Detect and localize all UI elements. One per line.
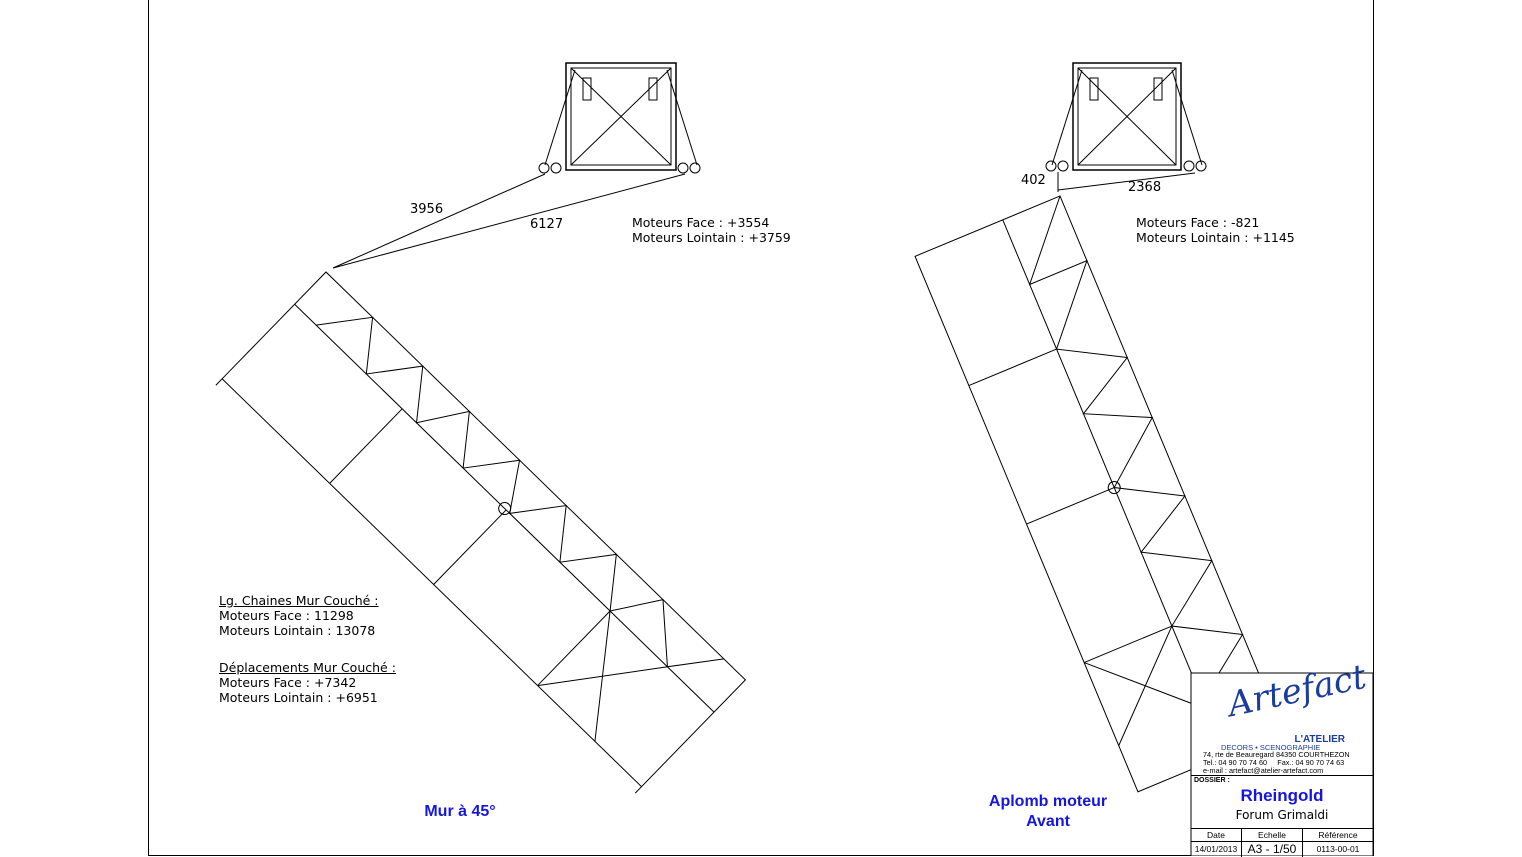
phone: Tel.: 04 90 70 74 60 [1203,758,1268,767]
date-label: Date [1191,829,1241,842]
chain-length-face: Moteurs Face : 11298 [219,608,354,623]
displacement-face: Moteurs Face : +7342 [219,675,357,690]
email: e-mail : artefact@atelier-artefact.com [1203,766,1324,775]
company-address: 74, rte de Beauregard 84350 COURTHEZON T… [1203,751,1350,775]
motor-face-offset: Moteurs Face : +3554 [632,215,770,230]
date-value: 14/01/2013 [1194,844,1238,854]
caption-line: Aplomb moteur [988,793,1108,810]
chain-lines-left [332,173,686,269]
displacement-title: Déplacements Mur Couché : [219,660,396,675]
phone-fax-line: Tel.: 04 90 70 74 60 Fax.: 04 90 70 74 6… [1203,759,1350,767]
caption-right: Aplomb moteur Avant [960,792,1136,832]
reference-value: 0113-00-01 [1316,844,1360,854]
displacement-notes: Déplacements Mur Couché : Moteurs Face :… [219,660,396,705]
address-line: 74, rte de Beauregard 84350 COURTHEZON [1203,750,1350,759]
scale-label: Echelle [1242,829,1302,842]
motor-rig-left [538,62,701,174]
dimension-label: 2368 [1128,180,1162,195]
dimension-label: 6127 [530,217,564,232]
scale-value: A3 - 1/50 [1247,842,1297,856]
company-tagline: DECORS • SCENOGRAPHIE [1221,743,1321,752]
chain-length-title: Lg. Chaines Mur Couché : [219,593,379,608]
title-block-frame [1190,672,1374,856]
caption-line: Avant [1026,813,1070,830]
fax: Fax.: 04 90 70 74 63 [1277,758,1345,767]
dimension-label: 402 [1021,173,1046,188]
date-cell: Date 14/01/2013 [1191,829,1242,857]
caption-left: Mur à 45° [424,803,496,820]
dimension-lines-right [1057,172,1196,192]
motor-face-offset: Moteurs Face : -821 [1136,215,1260,230]
wall-truss-right [914,195,1284,793]
wall-truss-left [215,271,747,794]
dossier-label: DOSSIER : [1194,777,1230,784]
reference-label: Référence [1303,829,1373,842]
motor-offsets-right: Moteurs Face : -821 Moteurs Lointain : +… [1136,215,1295,245]
title-block: Artefact L'ATELIER DECORS • SCENOGRAPHIE… [1191,657,1373,857]
displacement-lointain: Moteurs Lointain : +6951 [219,690,378,705]
reference-cell: Référence 0113-00-01 [1303,829,1373,857]
venue-name: Forum Grimaldi [1235,808,1329,822]
dimension-label: 3956 [410,202,444,217]
company-name: L'ATELIER [1294,734,1345,745]
motor-rig-right [1045,62,1207,172]
chain-length-lointain: Moteurs Lointain : 13078 [219,623,376,638]
motor-lointain-offset: Moteurs Lointain : +3759 [632,230,791,245]
chain-length-notes: Lg. Chaines Mur Couché : Moteurs Face : … [219,593,379,638]
project-name: Rheingold [1240,786,1324,805]
company-logo: Artefact L'ATELIER DECORS • SCENOGRAPHIE… [1191,657,1373,776]
motor-lointain-offset: Moteurs Lointain : +1145 [1136,230,1295,245]
motor-offsets-left: Moteurs Face : +3554 Moteurs Lointain : … [632,215,791,245]
